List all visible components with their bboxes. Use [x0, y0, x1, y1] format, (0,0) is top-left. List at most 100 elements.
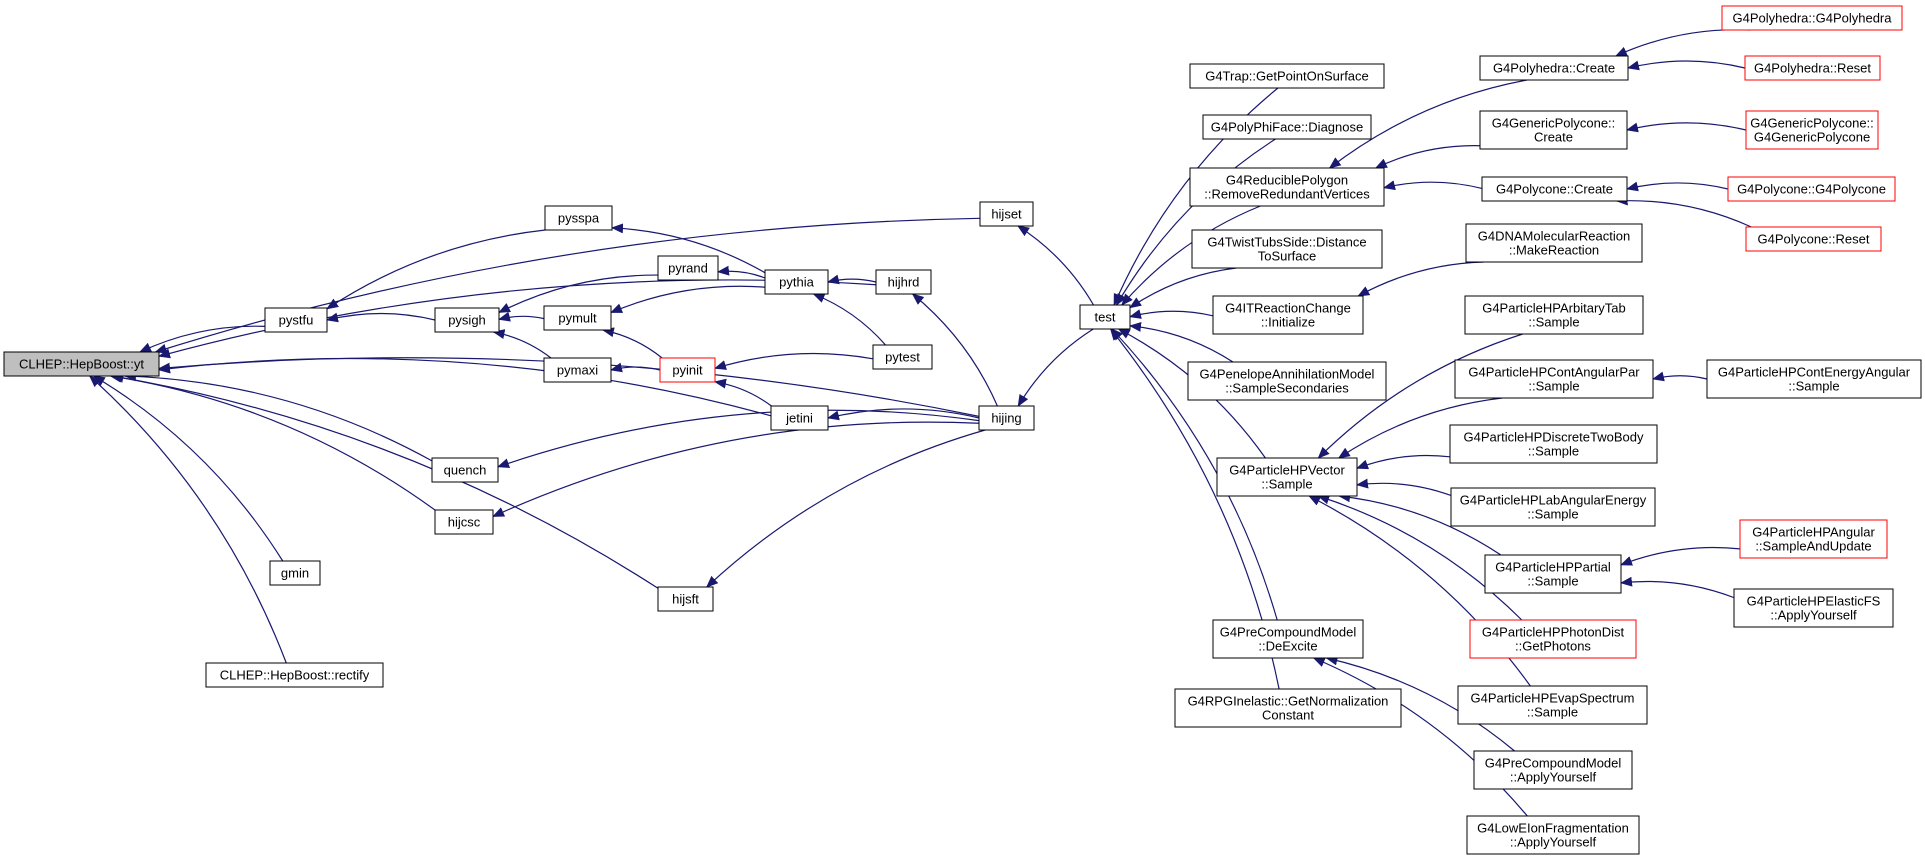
node-box[interactable] — [431, 457, 499, 483]
node-box[interactable] — [3, 351, 160, 377]
node-box[interactable] — [1212, 619, 1364, 659]
node-box[interactable] — [875, 269, 932, 295]
node-box[interactable] — [544, 205, 613, 231]
node-box[interactable] — [264, 307, 328, 333]
node-box[interactable] — [657, 255, 719, 281]
node-test[interactable]: test — [1079, 304, 1131, 330]
node-box[interactable] — [979, 201, 1034, 227]
node-dnamol[interactable]: G4DNAMolecularReaction::MakeReaction — [1465, 223, 1643, 263]
node-box[interactable] — [1721, 5, 1903, 31]
node-pymult[interactable]: pymult — [543, 305, 612, 331]
node-box[interactable] — [1189, 63, 1385, 89]
node-precomp_apply[interactable]: G4PreCompoundModel::ApplyYourself — [1473, 750, 1633, 790]
node-jetini[interactable]: jetini — [770, 405, 829, 431]
node-box[interactable] — [659, 357, 716, 383]
node-pymaxi[interactable]: pymaxi — [543, 357, 612, 383]
node-box[interactable] — [1479, 55, 1629, 81]
node-box[interactable] — [1469, 619, 1637, 659]
node-polycone_ctor[interactable]: G4Polycone::G4Polycone — [1727, 176, 1896, 202]
node-hpdisc[interactable]: G4ParticleHPDiscreteTwoBody::Sample — [1449, 424, 1658, 464]
node-box[interactable] — [1454, 359, 1654, 399]
node-hparb[interactable]: G4ParticleHPArbitaryTab::Sample — [1464, 295, 1644, 335]
node-box[interactable] — [1727, 176, 1896, 202]
node-box[interactable] — [1191, 229, 1383, 269]
node-box[interactable] — [1212, 295, 1364, 335]
node-box[interactable] — [1464, 295, 1644, 335]
node-quench[interactable]: quench — [431, 457, 499, 483]
node-pysigh[interactable]: pysigh — [434, 307, 500, 333]
node-hpelastic[interactable]: G4ParticleHPElasticFS::ApplyYourself — [1733, 588, 1894, 628]
node-box[interactable] — [1450, 487, 1656, 527]
node-polycone_reset[interactable]: G4Polycone::Reset — [1745, 226, 1882, 252]
node-box[interactable] — [872, 344, 933, 370]
node-pyrand[interactable]: pyrand — [657, 255, 719, 281]
node-box[interactable] — [1481, 176, 1628, 202]
node-pysspa[interactable]: pysspa — [544, 205, 613, 231]
node-box[interactable] — [205, 662, 384, 688]
node-polyhedra_ctor[interactable]: G4Polyhedra::G4Polyhedra — [1721, 5, 1903, 31]
node-reducible[interactable]: G4ReduciblePolygon::RemoveRedundantVerti… — [1189, 167, 1385, 207]
node-pytest[interactable]: pytest — [872, 344, 933, 370]
node-polyhedra_create[interactable]: G4Polyhedra::Create — [1479, 55, 1629, 81]
node-box[interactable] — [770, 405, 829, 431]
node-polyphi[interactable]: G4PolyPhiFace::Diagnose — [1202, 114, 1372, 140]
node-box[interactable] — [543, 357, 612, 383]
node-itreaction[interactable]: G4ITReactionChange::Initialize — [1212, 295, 1364, 335]
node-pystfu[interactable]: pystfu — [264, 307, 328, 333]
node-hijing[interactable]: hijing — [978, 405, 1035, 431]
node-yt[interactable]: CLHEP::HepBoost::yt — [3, 351, 160, 377]
node-box[interactable] — [1739, 519, 1888, 559]
node-box[interactable] — [543, 305, 612, 331]
node-box[interactable] — [1706, 359, 1922, 399]
node-box[interactable] — [434, 307, 500, 333]
node-pythia[interactable]: pythia — [764, 269, 829, 295]
node-box[interactable] — [1745, 226, 1882, 252]
node-hpphoton[interactable]: G4ParticleHPPhotonDist::GetPhotons — [1469, 619, 1637, 659]
node-box[interactable] — [1479, 110, 1628, 150]
node-lowe[interactable]: G4LowEIonFragmentation::ApplyYourself — [1466, 815, 1640, 855]
node-box[interactable] — [1733, 588, 1894, 628]
node-box[interactable] — [764, 269, 829, 295]
node-box[interactable] — [1745, 110, 1879, 150]
node-hijhrd[interactable]: hijhrd — [875, 269, 932, 295]
node-hijsft[interactable]: hijsft — [657, 586, 714, 612]
node-penelope[interactable]: G4PenelopeAnnihilationModel::SampleSecon… — [1187, 361, 1387, 401]
node-precomp[interactable]: G4PreCompoundModel::DeExcite — [1212, 619, 1364, 659]
node-hijset[interactable]: hijset — [979, 201, 1034, 227]
node-box[interactable] — [1744, 55, 1881, 81]
node-box[interactable] — [1449, 424, 1658, 464]
node-box[interactable] — [1189, 167, 1385, 207]
node-gmin[interactable]: gmin — [269, 560, 321, 586]
node-genericpoly_ctor[interactable]: G4GenericPolycone::G4GenericPolycone — [1745, 110, 1879, 150]
node-box[interactable] — [269, 560, 321, 586]
node-box[interactable] — [1466, 815, 1640, 855]
node-box[interactable] — [1174, 688, 1402, 728]
node-box[interactable] — [657, 586, 714, 612]
node-box[interactable] — [978, 405, 1035, 431]
node-hppartial[interactable]: G4ParticleHPPartial::Sample — [1484, 554, 1622, 594]
node-pyinit[interactable]: pyinit — [659, 357, 716, 383]
node-box[interactable] — [1202, 114, 1372, 140]
node-hijcsc[interactable]: hijcsc — [434, 509, 494, 535]
node-polycone_create[interactable]: G4Polycone::Create — [1481, 176, 1628, 202]
node-hpcontang[interactable]: G4ParticleHPContAngularPar::Sample — [1454, 359, 1654, 399]
node-rectify[interactable]: CLHEP::HepBoost::rectify — [205, 662, 384, 688]
node-box[interactable] — [1465, 223, 1643, 263]
node-box[interactable] — [1473, 750, 1633, 790]
node-hplab[interactable]: G4ParticleHPLabAngularEnergy::Sample — [1450, 487, 1656, 527]
node-trap[interactable]: G4Trap::GetPointOnSurface — [1189, 63, 1385, 89]
node-box[interactable] — [1457, 685, 1648, 725]
node-hpvector[interactable]: G4ParticleHPVector::Sample — [1216, 457, 1358, 497]
node-hpangular[interactable]: G4ParticleHPAngular::SampleAndUpdate — [1739, 519, 1888, 559]
node-hpevap[interactable]: G4ParticleHPEvapSpectrum::Sample — [1457, 685, 1648, 725]
node-box[interactable] — [1187, 361, 1387, 401]
node-box[interactable] — [434, 509, 494, 535]
node-box[interactable] — [1484, 554, 1622, 594]
node-box[interactable] — [1216, 457, 1358, 497]
node-hpcontenergy[interactable]: G4ParticleHPContEnergyAngular::Sample — [1706, 359, 1922, 399]
node-polyhedra_reset[interactable]: G4Polyhedra::Reset — [1744, 55, 1881, 81]
node-box[interactable] — [1079, 304, 1131, 330]
node-genericpoly_create[interactable]: G4GenericPolycone::Create — [1479, 110, 1628, 150]
